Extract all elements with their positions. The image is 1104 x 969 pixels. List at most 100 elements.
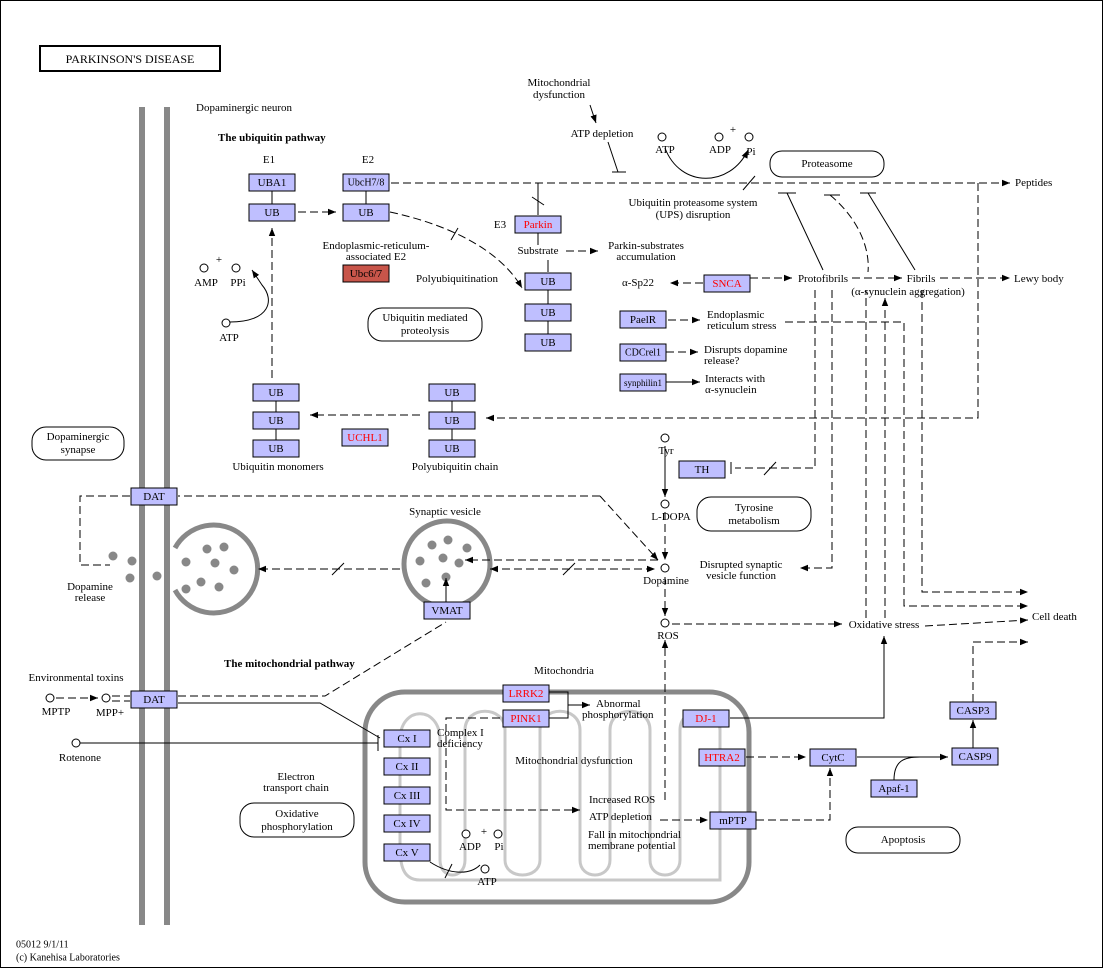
gene-ub-mono1[interactable]: UB	[252, 383, 300, 402]
label-e3: E3	[494, 219, 507, 231]
svg-text:UB: UB	[268, 443, 283, 455]
gene-apaf1[interactable]: Apaf-1	[870, 779, 918, 798]
gene-lrrk2[interactable]: LRRK2	[502, 684, 550, 703]
svg-text:UB: UB	[540, 337, 555, 349]
gene-paelr[interactable]: PaelR	[619, 310, 667, 329]
label-disrupted-vesicle-2: vesicle function	[706, 570, 776, 582]
gene-dat-lower[interactable]: DAT	[130, 690, 178, 709]
gene-dj1[interactable]: DJ-1	[682, 709, 730, 728]
label-interacts-asyn: Interacts with	[705, 373, 766, 385]
synaptic-vesicle	[401, 518, 493, 610]
gene-cx4[interactable]: Cx IV	[383, 814, 431, 833]
label-atp-left: ATP	[219, 332, 239, 344]
gene-ub-chain2[interactable]: UB	[428, 411, 476, 430]
svg-text:Ubiquitin mediated: Ubiquitin mediated	[382, 312, 468, 324]
gene-cytc[interactable]: CytC	[809, 748, 857, 767]
adp2-compound	[461, 829, 471, 839]
gene-dat-upper[interactable]: DAT	[130, 487, 178, 506]
gene-ub-mono2[interactable]: UB	[252, 411, 300, 430]
label-tyr: Tyr	[658, 445, 673, 457]
svg-text:UB: UB	[358, 207, 373, 219]
gene-ubch78[interactable]: UbcH7/8	[342, 173, 390, 192]
svg-text:UB: UB	[444, 387, 459, 399]
label-mppplus: MPP+	[96, 707, 124, 719]
gene-cdcrel1[interactable]: CDCrel1	[619, 343, 667, 362]
gene-ub-poly3[interactable]: UB	[524, 333, 572, 352]
svg-text:TH: TH	[695, 464, 710, 476]
gene-parkin[interactable]: Parkin	[514, 215, 562, 234]
gene-ub-poly1[interactable]: UB	[524, 272, 572, 291]
label-protofibrils: Protofibrils	[798, 273, 848, 285]
label-ubiquitin-pathway: The ubiquitin pathway	[218, 132, 326, 144]
gene-uchl1[interactable]: UCHL1	[341, 428, 389, 447]
svg-text:Proteasome: Proteasome	[801, 158, 852, 170]
adp-compound	[714, 132, 724, 142]
gene-cx1[interactable]: Cx I	[383, 729, 431, 748]
cell-membrane	[139, 107, 170, 925]
label-e2: E2	[362, 154, 374, 166]
label-substrate: Substrate	[518, 245, 559, 257]
gene-snca[interactable]: SNCA	[703, 274, 751, 293]
svg-text:Cx V: Cx V	[395, 847, 418, 859]
svg-text:UB: UB	[268, 415, 283, 427]
gene-ub-chain1[interactable]: UB	[428, 383, 476, 402]
svg-text:UB: UB	[540, 307, 555, 319]
gene-ub-e1[interactable]: UB	[248, 203, 296, 222]
mppplus-compound	[101, 693, 111, 703]
svg-text:CDCrel1: CDCrel1	[625, 348, 661, 359]
label-plus-amp: +	[216, 254, 222, 266]
label-plus-inner: +	[481, 826, 487, 838]
label-mito-dysfunction-top-2: dysfunction	[533, 89, 585, 101]
footer-copyright: (c) Kanehisa Laboratories	[16, 953, 120, 964]
label-er-stress-2: reticulum stress	[707, 320, 776, 332]
label-adp-inner: ADP	[459, 841, 481, 853]
gene-ubc67[interactable]: Ubc6/7	[342, 264, 390, 283]
svg-text:UbcH7/8: UbcH7/8	[348, 178, 385, 189]
svg-text:UBA1: UBA1	[258, 177, 287, 189]
ros-compound	[660, 618, 670, 628]
gene-pink1[interactable]: PINK1	[502, 709, 550, 728]
label-ros: ROS	[657, 630, 678, 642]
svg-text:Oxidative: Oxidative	[275, 808, 318, 820]
gene-th[interactable]: TH	[678, 460, 726, 479]
svg-text:PaelR: PaelR	[630, 314, 657, 326]
gene-cx3[interactable]: Cx III	[383, 786, 431, 805]
gene-htra2[interactable]: HTRA2	[698, 748, 746, 767]
label-dopaminergic-neuron: Dopaminergic neuron	[196, 102, 293, 114]
footer-id: 05012 9/1/11	[16, 940, 69, 951]
label-mptp: MPTP	[42, 706, 71, 718]
gene-uba1[interactable]: UBA1	[248, 173, 296, 192]
label-mito-dysfunction-top: Mitochondrial	[528, 77, 591, 89]
label-peptides: Peptides	[1015, 177, 1052, 189]
svg-text:UB: UB	[268, 387, 283, 399]
label-pi-top: Pi	[746, 146, 755, 158]
gene-mptp-pore[interactable]: mPTP	[709, 811, 757, 830]
gene-ub-chain3[interactable]: UB	[428, 439, 476, 458]
map-apoptosis[interactable]: Apoptosis	[845, 826, 961, 854]
connectors	[56, 104, 1029, 879]
gene-vmat[interactable]: VMAT	[423, 601, 471, 620]
label-adp-top: ADP	[709, 144, 731, 156]
gene-ub-poly2[interactable]: UB	[524, 303, 572, 322]
label-increased-ros: Increased ROS	[589, 794, 655, 806]
gene-ub-mono3[interactable]: UB	[252, 439, 300, 458]
svg-text:UB: UB	[264, 207, 279, 219]
gene-casp9[interactable]: CASP9	[951, 747, 999, 766]
labels: Dopaminergic neuron The ubiquitin pathwa…	[16, 77, 1077, 964]
map-proteasome[interactable]: Proteasome	[769, 150, 885, 178]
gene-ub-e2[interactable]: UB	[342, 203, 390, 222]
svg-text:Cx IV: Cx IV	[393, 818, 420, 830]
label-etc-2: transport chain	[263, 782, 329, 794]
svg-text:UB: UB	[540, 276, 555, 288]
svg-text:mPTP: mPTP	[719, 815, 747, 827]
gene-cx2[interactable]: Cx II	[383, 757, 431, 776]
label-dopamine-release: Dopamine	[67, 581, 113, 593]
gene-synphilin1[interactable]: synphilin1	[619, 373, 667, 392]
gene-casp3[interactable]: CASP3	[949, 701, 997, 720]
label-rotenone: Rotenone	[59, 752, 101, 764]
gene-cx5[interactable]: Cx V	[383, 843, 431, 862]
